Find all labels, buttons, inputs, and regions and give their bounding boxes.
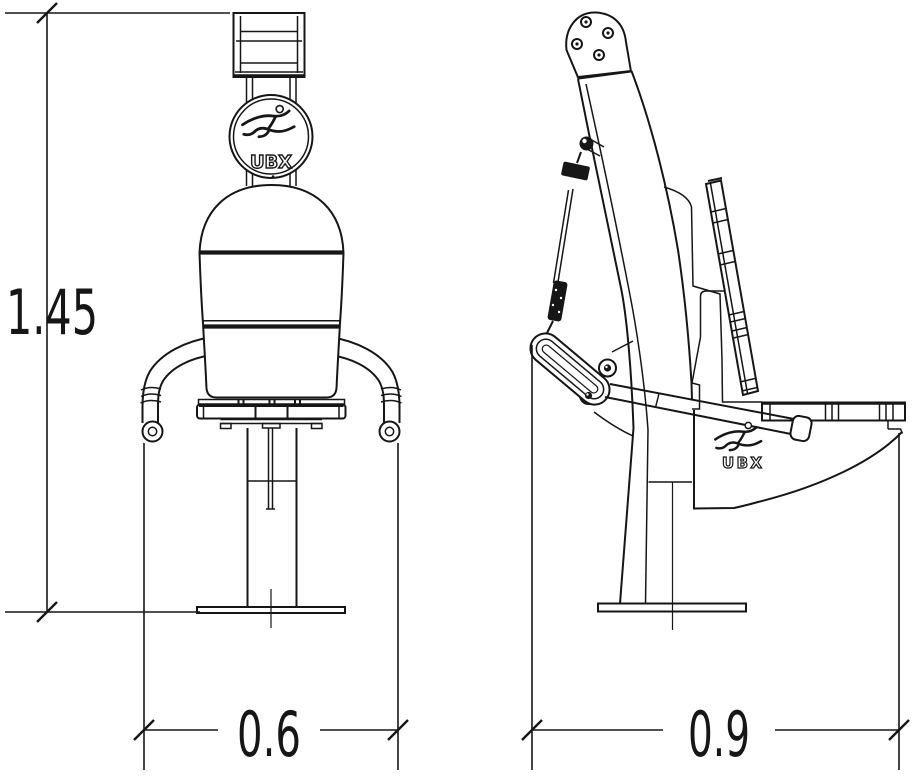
- side-body-profile: [693, 410, 904, 510]
- front-seat-frame: [196, 398, 347, 430]
- side-pedestal: [597, 481, 747, 630]
- front-backrest: [198, 183, 345, 399]
- side-gas-spring: [546, 136, 605, 334]
- side-view: UBX: [529, 11, 906, 630]
- side-column-blade: [577, 70, 693, 604]
- bolt-holes: [571, 16, 614, 61]
- side-seat-slats: [761, 401, 906, 422]
- side-pivot-bracket: [529, 332, 634, 437]
- front-pedestal: [196, 422, 346, 628]
- side-back-support: [663, 186, 762, 410]
- front-width-dimension-label: 0.6: [237, 698, 301, 771]
- dimensions: 1.45 0.6 0.9: [5, 2, 910, 771]
- dimension-side-depth: 0.9: [521, 345, 910, 771]
- side-head-plate: [565, 11, 633, 80]
- front-headrest: [232, 12, 306, 78]
- side-base-plate: [597, 602, 747, 613]
- height-dimension-label: 1.45: [6, 276, 98, 349]
- side-depth-dimension-label: 0.9: [688, 698, 750, 771]
- dimension-front-width: 0.6: [133, 443, 409, 771]
- front-handle-right: [329, 336, 402, 443]
- side-logo: UBX: [714, 421, 763, 473]
- side-lever-arm: [604, 383, 813, 443]
- front-logo-text: UBX: [250, 152, 292, 173]
- front-view: UBX: [140, 12, 402, 628]
- front-logo-medallion: UBX: [228, 94, 314, 179]
- front-handle-left: [140, 336, 213, 443]
- dimension-overall-height: 1.45: [5, 2, 230, 623]
- side-logo-text: UBX: [722, 454, 762, 472]
- side-back-panel: [704, 177, 760, 397]
